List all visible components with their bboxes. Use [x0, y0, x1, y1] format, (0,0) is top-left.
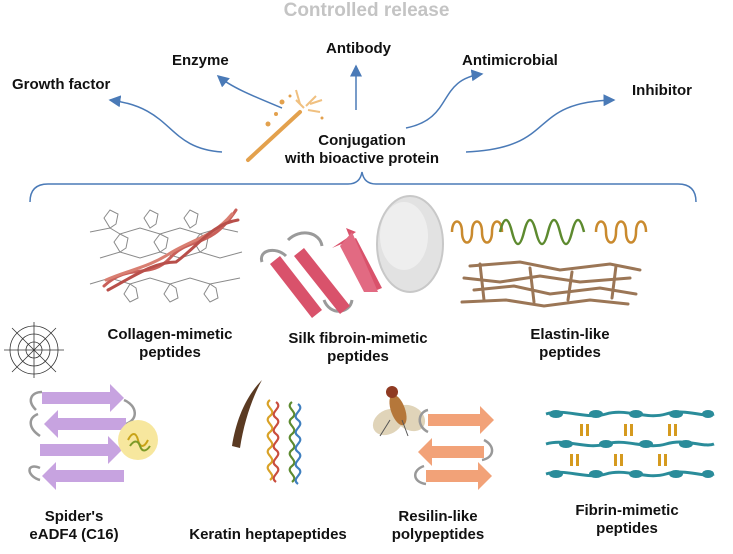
- spider-web-icon: [4, 322, 64, 378]
- label-silk: Silk fibroin-mimetic peptides: [258, 330, 458, 366]
- collagen-structure-image: [89, 208, 243, 303]
- conjugation-line-2: with bioactive protein: [284, 150, 440, 167]
- label-conjugation: Conjugation with bioactive protein: [260, 132, 464, 168]
- label-keratin: Keratin heptapeptides: [178, 526, 358, 544]
- collagen-line-1: Collagen-mimetic: [107, 326, 233, 343]
- fibrin-image: [545, 410, 715, 478]
- magic-wand-icon: [246, 89, 324, 162]
- conjugation-line-1: Conjugation: [318, 132, 406, 149]
- label-growth-factor: Growth factor: [12, 76, 111, 93]
- label-enzyme: Enzyme: [172, 52, 229, 69]
- label-resilin: Resilin-like polypeptides: [378, 508, 498, 544]
- label-elastin: Elastin-like peptides: [500, 326, 640, 362]
- spider-line-1: Spider's: [44, 508, 104, 525]
- label-collagen: Collagen-mimetic peptides: [82, 326, 258, 362]
- fibrin-line-2: peptides: [596, 520, 658, 537]
- spider-line-2: eADF4 (C16): [29, 526, 119, 543]
- silk-line-1: Silk fibroin-mimetic: [288, 330, 428, 347]
- resilin-line-2: polypeptides: [391, 526, 485, 543]
- label-fibrin: Fibrin-mimetic peptides: [562, 502, 692, 538]
- arrow-enzyme: [216, 75, 283, 109]
- fly-icon: [372, 386, 426, 437]
- elastin-line-1: Elastin-like: [530, 326, 610, 343]
- arrow-growth-factor: [108, 95, 223, 153]
- resilin-line-1: Resilin-like: [398, 508, 478, 525]
- title: Controlled release: [283, 0, 450, 21]
- resilin-image: [414, 406, 494, 490]
- label-antimicrobial: Antimicrobial: [462, 52, 558, 69]
- label-spider: Spider's eADF4 (C16): [4, 508, 144, 544]
- arrows-group: [108, 64, 616, 153]
- silk-line-2: peptides: [327, 348, 389, 365]
- arrow-inhibitor: [465, 94, 616, 153]
- arrow-antimicrobial: [405, 69, 484, 129]
- bracket-brace: [29, 171, 697, 203]
- collagen-line-2: peptides: [139, 344, 201, 361]
- spider-eadf4-image: [28, 384, 158, 490]
- fibrin-line-1: Fibrin-mimetic: [575, 502, 679, 519]
- elastin-image: [450, 218, 648, 308]
- elastin-line-2: peptides: [539, 344, 601, 361]
- silk-fibroin-image: [259, 195, 444, 318]
- keratin-image: [232, 380, 302, 485]
- label-antibody: Antibody: [326, 40, 391, 57]
- label-inhibitor: Inhibitor: [632, 82, 692, 99]
- keratin-line-1: Keratin heptapeptides: [189, 526, 347, 543]
